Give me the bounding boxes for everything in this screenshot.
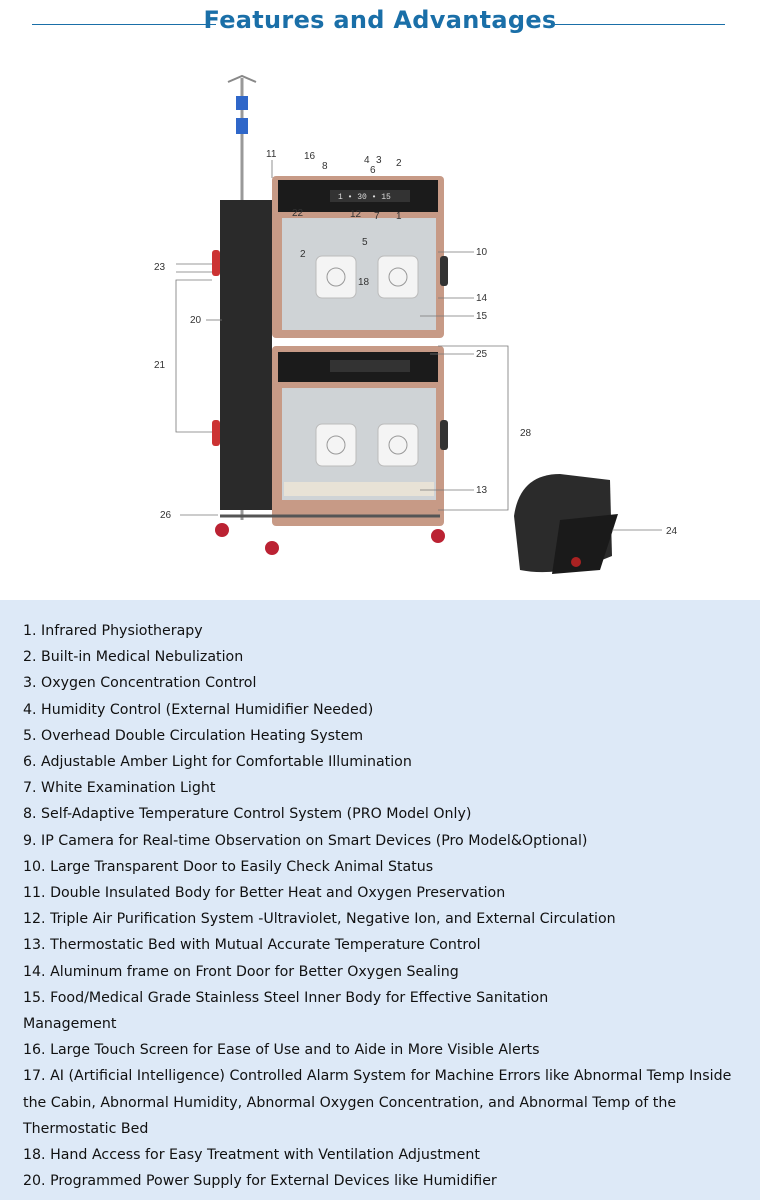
callout-label: 15 (476, 311, 488, 322)
callout-label: 3 (376, 155, 382, 166)
callout-label: 5 (362, 237, 368, 248)
feature-item: 15. Food/Medical Grade Stainless Steel I… (23, 989, 549, 1033)
callout-label: 12 (350, 209, 362, 220)
callout-label: 11 (266, 149, 277, 160)
section-header: Features and Advantages (0, 0, 760, 50)
feature-item: 9. IP Camera for Real-time Observation o… (23, 832, 588, 849)
feature-item: 1. Infrared Physiotherapy (23, 623, 203, 639)
callout-label: 22 (292, 208, 304, 219)
feature-item: 12. Triple Air Purification System -Ultr… (23, 911, 616, 928)
feature-item: 5. Overhead Double Circulation Heating S… (23, 727, 364, 744)
callout-label: 2 (396, 158, 402, 169)
feature-item: 6. Adjustable Amber Light for Comfortabl… (23, 754, 412, 771)
feature-item: 7. White Examination Light (23, 780, 216, 797)
callout-label: 16 (304, 151, 316, 162)
callout-label: 18 (358, 277, 370, 288)
callout-labels: 11 16 8 4 3 6 2 1 7 12 5 22 2 18 23 20 2… (154, 149, 678, 537)
incubator-illustration: 1 • 30 • 15 (154, 74, 678, 574)
callout-label: 6 (370, 165, 376, 176)
callout-label: 20 (190, 315, 202, 326)
callout-label: 1 (396, 211, 402, 222)
feature-item: 13. Thermostatic Bed with Mutual Accurat… (23, 937, 481, 954)
callout-label: 7 (374, 211, 380, 222)
callout-label: 4 (364, 155, 370, 166)
callout-label: 21 (154, 360, 166, 371)
callout-label: 13 (476, 485, 488, 496)
callout-label: 8 (322, 161, 328, 172)
feature-item: 17. AI (Artificial Intelligence) Control… (23, 1068, 732, 1137)
feature-item: 4. Humidity Control (External Humidifier… (23, 701, 374, 718)
page-title: Features and Advantages (203, 6, 557, 34)
header-divider-left (32, 24, 216, 25)
feature-item: 14. Aluminum frame on Front Door for Bet… (23, 963, 459, 980)
callout-label: 2 (300, 249, 306, 260)
feature-item: 8. Self-Adaptive Temperature Control Sys… (23, 806, 472, 823)
callout-label: 23 (154, 262, 166, 273)
product-diagram: 1 • 30 • 15 (0, 60, 760, 600)
callout-label: 10 (476, 247, 488, 258)
callout-label: 26 (160, 510, 172, 521)
features-list: 1. Infrared Physiotherapy 2. Built-in Me… (0, 600, 760, 1194)
feature-item: 2. Built-in Medical Nebulization (23, 649, 244, 666)
feature-item: 20. Programmed Power Supply for External… (23, 1173, 497, 1190)
header-divider-right (555, 24, 725, 25)
svg-text:1 • 30 • 15: 1 • 30 • 15 (338, 193, 391, 202)
callout-label: 24 (666, 526, 678, 537)
callout-label: 25 (476, 349, 488, 360)
feature-item: 11. Double Insulated Body for Better Hea… (23, 885, 506, 902)
feature-item: 16. Large Touch Screen for Ease of Use a… (23, 1042, 540, 1059)
side-panel (220, 200, 272, 510)
feature-item: 3. Oxygen Concentration Control (23, 675, 257, 692)
feature-item: 18. Hand Access for Easy Treatment with … (23, 1147, 480, 1164)
callout-label: 28 (520, 428, 532, 439)
features-list-panel: 1. Infrared Physiotherapy 2. Built-in Me… (0, 600, 760, 1200)
feature-item: 10. Large Transparent Door to Easily Che… (23, 858, 434, 875)
callout-label: 14 (476, 293, 488, 304)
